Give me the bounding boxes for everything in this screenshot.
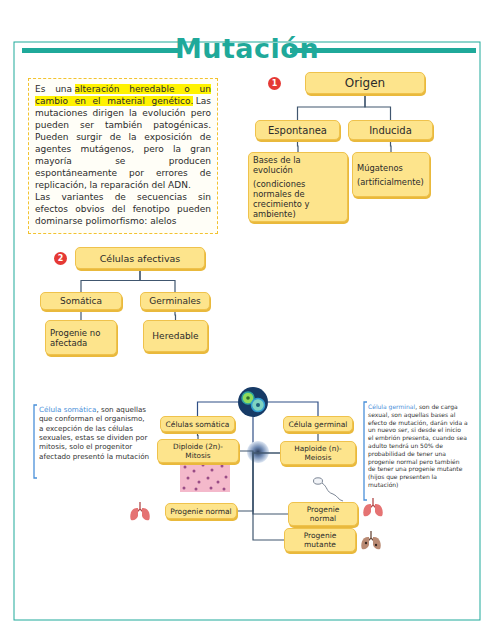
note-heading: Célula germinal — [368, 403, 415, 410]
lungs-icon — [130, 502, 149, 520]
connector-line — [253, 453, 284, 540]
concept-box: Espontanea — [255, 120, 340, 140]
lungs-icon — [130, 508, 138, 520]
cell-icon — [238, 387, 268, 417]
concept-box: Haploide (n)- Meiosis — [280, 441, 356, 465]
note-bracket — [34, 405, 37, 478]
lungs-icon — [365, 542, 367, 544]
node-text: Células somática — [166, 420, 230, 429]
concept-box: Bases de la evolución (condiciones normal… — [248, 152, 348, 222]
note-text: Célula somática, son aquellas que confor… — [39, 405, 151, 461]
node-text: Haploide (n)- Meiosis — [285, 444, 351, 462]
concept-box: Somática — [40, 292, 122, 310]
lungs-icon — [375, 504, 383, 516]
lungs-icon — [142, 508, 150, 520]
connector-line — [80, 310, 81, 320]
node-text: Las mutaciones dirigen la evolución pero… — [35, 96, 211, 190]
node-text: Origen — [345, 76, 385, 90]
note-bracket — [364, 402, 367, 500]
concept-box: Células afectivas — [75, 247, 205, 269]
node-text: Progenie mutante — [289, 531, 351, 549]
node-text: Espontanea — [268, 125, 327, 136]
connector-line — [365, 94, 391, 120]
connector-line — [81, 269, 140, 292]
lungs-icon — [375, 544, 377, 546]
page-frame — [14, 42, 480, 620]
node-text: Es una — [35, 84, 72, 94]
connector-line — [268, 402, 318, 416]
node-text: Bases de la evolución — [253, 155, 343, 175]
connector-line — [197, 432, 199, 439]
concept-box: Progenie no afectada — [45, 320, 117, 355]
cell-icon — [246, 396, 250, 400]
lungs-icon — [361, 537, 369, 549]
concept-box: Múgatenos (artificialmente) — [352, 152, 430, 197]
node-text: Progenie normal — [293, 505, 353, 523]
connector-line — [298, 94, 366, 120]
node-text: Diploide (2n)- Mitosis — [162, 442, 234, 460]
title-bar — [22, 48, 180, 53]
connector-line — [237, 451, 253, 511]
lungs-icon — [361, 531, 380, 549]
tissue-image — [180, 462, 230, 492]
cell-icon — [247, 441, 269, 463]
note-text: Célula germinal, son de carga sexual, so… — [368, 403, 468, 489]
connector-line — [252, 417, 253, 446]
concept-box: Heredable — [143, 320, 208, 352]
cell-icon — [252, 399, 265, 412]
node-text: Múgatenos — [357, 163, 403, 173]
concept-box: Origen — [305, 72, 425, 94]
cell-icon — [238, 387, 268, 417]
connector-line — [174, 310, 176, 320]
concept-box: Progenie normal — [288, 502, 358, 526]
concept-box: Diploide (2n)- Mitosis — [157, 439, 239, 463]
note-body: , son de carga sexual, son aquellas base… — [368, 403, 468, 488]
title: Mutación — [0, 33, 494, 64]
connector-line — [198, 402, 239, 416]
connector-line — [297, 140, 299, 152]
sperm-icon — [314, 478, 344, 501]
node-text: Somática — [60, 296, 102, 306]
lungs-icon — [363, 498, 382, 516]
node-text: Célula germinal — [289, 420, 348, 429]
node-text: (artificialmente) — [357, 177, 424, 187]
callout-number: 1 — [268, 77, 281, 90]
tissue-image — [180, 462, 230, 492]
cell-icon — [256, 403, 260, 407]
concept-box: Células somática — [160, 416, 235, 432]
tissue-image — [183, 464, 228, 491]
node-text: Heredable — [152, 331, 198, 341]
connector-line — [140, 269, 175, 292]
sperm-icon — [314, 478, 323, 484]
concept-box: Progenie mutante — [284, 528, 356, 552]
definition-box: Es unaalteración heredable o un cambio e… — [28, 78, 218, 234]
concept-box: Inducida — [348, 120, 433, 140]
node-text: Germinales — [149, 296, 200, 306]
node-text: Progenie no afectada — [50, 328, 112, 348]
lungs-icon — [363, 504, 371, 516]
node-text: Las variantes de secuencias sin efectos … — [35, 192, 211, 228]
node-text: (condiciones normales de crecimiento y a… — [253, 179, 343, 219]
connector-line — [390, 140, 392, 152]
callout-number: 2 — [54, 252, 67, 265]
concept-box: Progenie normal — [165, 503, 237, 519]
connector-line — [317, 432, 318, 441]
note-heading: Célula somática — [39, 405, 96, 414]
node-text: Progenie normal — [170, 507, 231, 516]
sperm-icon — [322, 483, 343, 501]
lungs-icon — [373, 537, 381, 549]
node-text: Inducida — [369, 125, 412, 136]
concept-box: Germinales — [140, 292, 210, 310]
concept-box: Célula germinal — [283, 416, 353, 432]
node-text: Células afectivas — [100, 253, 181, 264]
